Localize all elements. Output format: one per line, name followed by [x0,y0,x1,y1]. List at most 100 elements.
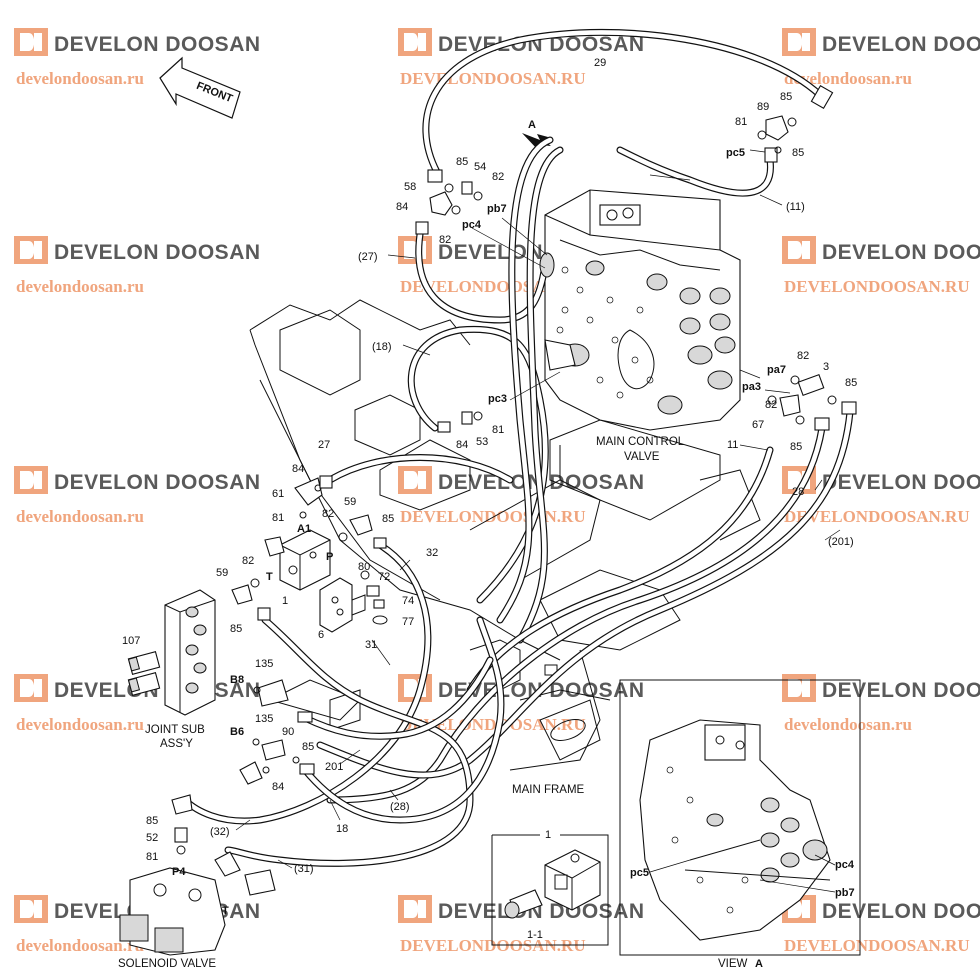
develon-logo-icon [398,28,432,56]
part-59-upper: 59 [344,496,356,508]
part-32: 32 [426,547,438,559]
part-85-lower-left: 85 [230,623,242,635]
part-3: 3 [823,361,829,373]
part-27-paren: (27) [358,251,378,263]
watermark-url-text: develondoosan.ru [784,715,912,734]
watermark-url-text: develondoosan.ru [16,936,144,955]
part-201: 201 [325,761,343,773]
watermark-url-text: develondoosan.ru [16,69,144,88]
part-29: 29 [594,57,606,69]
part-82-pa7: 82 [797,350,809,362]
part-85-p: 85 [382,513,394,525]
watermark-brand-text: DEVELON DOOSAN [54,241,261,264]
develon-logo-icon [14,466,48,494]
part-81-top: 81 [735,116,747,128]
part-84-left: 84 [292,463,304,475]
part-82-pa3: 82 [765,399,777,411]
part-72: 72 [378,571,390,583]
hose-11-upper [616,146,774,197]
solenoid-valve-caption: SOLENOID VALVE [118,958,216,970]
port-pc3: pc3 [488,393,507,405]
view-a-caption-letter: A [755,958,763,970]
block-1 [250,529,331,591]
watermark-brand-text: DEVELON DOOSAN [822,471,980,494]
port-t: T [266,571,273,583]
view-a-caption-prefix: VIEW [718,958,748,970]
watermark-url-text: develondoosan.ru [16,507,144,526]
port-pc5: pc5 [726,147,745,159]
develon-logo-icon [782,28,816,56]
port-pa7: pa7 [767,364,786,376]
develon-logo-icon [398,236,432,264]
part-81-pc3: 81 [492,424,504,436]
part-61: 61 [272,488,284,500]
part-80: 80 [358,561,370,573]
port-t-solenoid: T [222,905,229,917]
view-a-box: VIEW A [619,679,861,970]
watermark-brand-text: DEVELON DOOSAN [438,900,645,923]
upper-frame-structure [249,299,761,771]
watermark-url-text: DEVELONDOOSAN.RU [400,507,586,526]
lower-fittings [231,475,387,785]
main-control-valve-caption-2: VALVE [624,451,660,463]
watermark-brand-text: DEVELON DOOSAN [822,900,980,923]
develon-logo-icon [14,28,48,56]
develon-logo-icon [14,236,48,264]
develon-logo-icon [782,236,816,264]
part-85-solenoid: 85 [146,815,158,827]
port-b8: B8 [230,674,244,686]
watermark-tile: DEVELON DOOSAN DEVELONDOOSAN.RU [782,466,980,526]
part-90: 90 [282,726,294,738]
part-85-upper-left: 85 [456,156,468,168]
part-82-a1: 82 [322,508,334,520]
part-67: 67 [752,419,764,431]
part-58: 58 [404,181,416,193]
watermark-url-text: DEVELONDOOSAN.RU [784,507,970,526]
view-port-pc5: pc5 [630,867,649,879]
joint-sub-caption-2: ASS'Y [160,738,193,750]
part-82-pc4: 82 [439,234,451,246]
part-84-b6: 84 [272,781,284,793]
develon-logo-icon [398,466,432,494]
joint-sub-caption-1: JOINT SUB [145,724,205,736]
port-p4: P4 [172,866,186,878]
part-82-t: 82 [242,555,254,567]
part-85-b6: 85 [302,741,314,753]
watermark-brand-text: DEVELON DOOSAN [54,33,261,56]
watermark-brand-text: DEVELON DOOSAN [54,471,261,494]
part-32-paren: (32) [210,826,230,838]
part-11: 11 [727,439,738,451]
view-a-arrow-label: A [528,119,536,131]
watermark-url-text: DEVELONDOOSAN.RU [784,277,970,296]
port-p: P [326,551,333,563]
port-pc4: pc4 [462,219,482,231]
part-28-paren: (28) [390,801,410,813]
part-1: 1 [282,595,288,607]
upper-fittings [415,84,857,433]
detail-1-1-box: 1 1-1 [491,829,609,946]
port-pa3: pa3 [742,381,761,393]
port-pb7: pb7 [487,203,507,215]
watermark-brand-text: DEVELON DOOSAN [822,241,980,264]
detail-top-label: 1 [545,829,551,841]
part-52: 52 [146,832,158,844]
develon-logo-icon [14,895,48,923]
part-81-left: 81 [272,512,284,524]
part-18-paren: (18) [372,341,392,353]
part-201-paren: (201) [828,536,854,548]
part-77: 77 [402,616,414,628]
part-85-pa7: 85 [845,377,857,389]
part-11-paren: (11) [786,201,805,213]
part-85-top-a: 85 [780,91,792,103]
front-arrow: FRONT [159,56,241,119]
joint-sub-assembly: JOINT SUB ASS'Y [127,589,216,750]
main-control-valve: MAIN CONTROL VALVE [544,189,741,463]
part-82-upper: 82 [492,171,504,183]
